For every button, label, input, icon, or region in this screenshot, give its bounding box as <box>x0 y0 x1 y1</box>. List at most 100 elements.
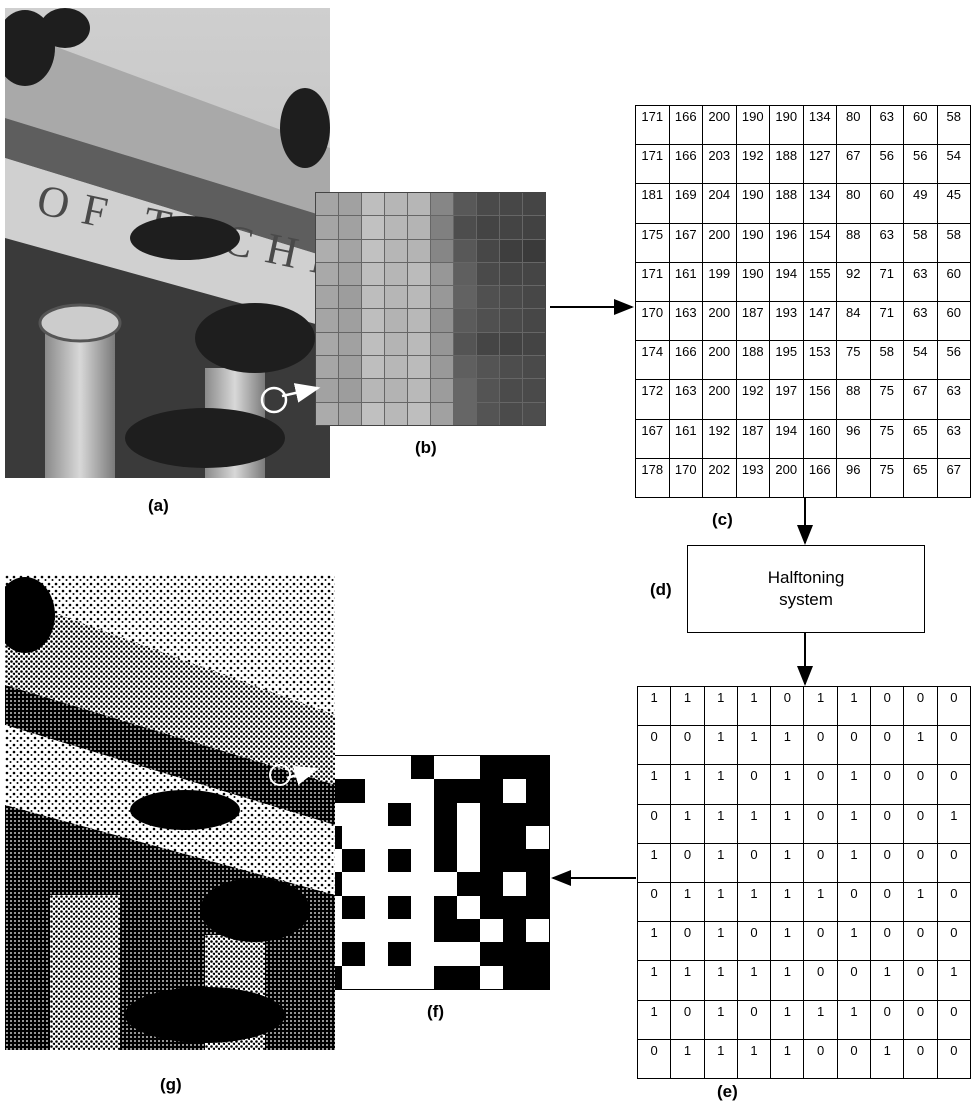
white-pixel <box>388 756 411 780</box>
intensity-cell: 155 <box>802 261 837 302</box>
gray-pixel <box>385 216 407 239</box>
black-pixel <box>457 779 480 803</box>
intensity-cell: 54 <box>936 144 971 185</box>
gray-pixel <box>362 332 384 356</box>
black-pixel <box>480 825 503 850</box>
black-pixel <box>388 802 411 826</box>
white-pixel <box>365 919 388 943</box>
white-pixel <box>411 942 434 966</box>
binary-cell: 0 <box>936 764 971 805</box>
intensity-cell: 45 <box>936 183 971 224</box>
gray-pixel <box>408 286 430 309</box>
gray-pixel <box>316 286 338 309</box>
gray-pixel <box>454 193 476 216</box>
intensity-cell: 166 <box>802 457 837 498</box>
intensity-cell: 200 <box>702 300 737 342</box>
gray-pixel <box>339 239 361 262</box>
intensity-cell: 67 <box>936 457 971 498</box>
binary-cell: 0 <box>903 764 938 805</box>
label-e: (e) <box>717 1082 738 1101</box>
white-pixel <box>365 895 388 920</box>
white-pixel <box>457 825 480 850</box>
gray-pixel <box>362 379 384 402</box>
white-pixel <box>480 919 503 943</box>
white-pixel <box>457 756 480 780</box>
black-pixel <box>388 849 411 873</box>
gray-pixel <box>454 309 476 332</box>
gray-pixel <box>454 262 476 286</box>
gray-pixel <box>339 332 361 356</box>
black-pixel <box>457 965 480 989</box>
white-pixel <box>388 779 411 803</box>
intensity-cell: 84 <box>836 300 871 342</box>
intensity-cell: 163 <box>668 379 703 420</box>
gray-pixel <box>454 216 476 239</box>
white-pixel <box>365 825 388 850</box>
binary-cell: 0 <box>736 764 772 805</box>
gray-pixel <box>523 309 545 332</box>
intensity-cell: 202 <box>702 457 737 498</box>
gray-pixel <box>339 309 361 332</box>
binary-cell: 1 <box>636 685 672 727</box>
binary-cell: 0 <box>803 725 838 766</box>
gray-pixel <box>385 262 407 286</box>
gray-pixel <box>454 286 476 309</box>
arrow-g-to-f <box>286 765 320 786</box>
intensity-cell: 63 <box>903 300 938 342</box>
black-pixel <box>342 779 365 803</box>
label-g: (g) <box>160 1075 182 1094</box>
gray-pixel <box>454 379 476 402</box>
gray-pixel <box>339 193 361 216</box>
intensity-cell: 200 <box>702 379 737 420</box>
intensity-cell: 60 <box>936 300 971 342</box>
halftoning-system-box: Halftoning system <box>687 545 925 633</box>
intensity-cell: 196 <box>769 222 804 263</box>
binary-cell: 0 <box>936 921 971 962</box>
gray-pixel <box>408 216 430 239</box>
gray-pixel <box>523 379 545 402</box>
photo-building-grayscale: OF TECHN <box>5 8 330 478</box>
white-pixel <box>411 895 434 920</box>
gray-pixel <box>477 332 499 356</box>
gray-pixel <box>316 332 338 356</box>
binary-cell: 0 <box>870 881 905 923</box>
gray-pixel <box>523 262 545 286</box>
gray-pixel <box>362 402 384 425</box>
binary-cell: 1 <box>936 803 971 844</box>
intensity-cell: 194 <box>769 261 804 302</box>
gray-pixel <box>500 239 522 262</box>
intensity-cell: 71 <box>869 261 904 302</box>
binary-cell: 0 <box>636 881 672 923</box>
gray-pixel <box>316 193 338 216</box>
intensity-cell: 58 <box>936 222 971 263</box>
white-pixel <box>411 802 434 826</box>
gray-pixel <box>316 356 338 379</box>
gray-pixel <box>500 356 522 379</box>
intensity-cell: 192 <box>735 379 770 420</box>
intensity-cell: 71 <box>869 300 904 342</box>
gray-pixel <box>408 356 430 379</box>
gray-pixel <box>500 216 522 239</box>
binary-cell: 1 <box>736 685 772 727</box>
gray-pixel <box>523 193 545 216</box>
white-pixel <box>365 756 388 780</box>
white-pixel <box>342 802 365 826</box>
white-pixel <box>342 919 365 943</box>
white-pixel <box>365 849 388 873</box>
photo-building-halftoned <box>5 575 335 1050</box>
gray-pixel <box>454 402 476 425</box>
gray-pixel <box>408 309 430 332</box>
intensity-cell: 178 <box>635 457 670 498</box>
label-f: (f) <box>427 1002 444 1021</box>
gray-pixel <box>385 286 407 309</box>
intensity-cell: 166 <box>668 104 703 146</box>
white-pixel <box>526 825 549 850</box>
